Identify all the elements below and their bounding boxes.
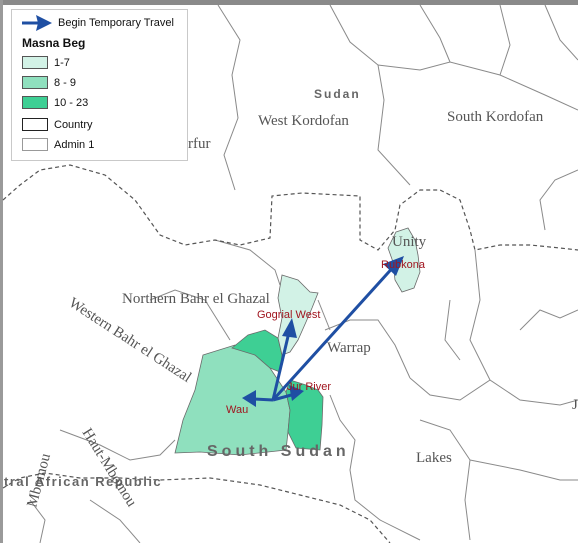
- place-wau: Wau: [226, 404, 248, 416]
- label-central-african-republic: tral African Republic: [4, 474, 162, 489]
- legend-class-2-label: 8 - 9: [54, 76, 77, 89]
- label-lakes: Lakes: [416, 450, 452, 466]
- legend-class-3: 10 - 23: [22, 96, 88, 109]
- arrowhead-gogrial-west: [282, 318, 297, 338]
- legend-arrow-label: Begin Temporary Travel: [58, 17, 174, 29]
- legend-country-label: Country: [54, 118, 93, 131]
- map-left-border: [0, 0, 3, 543]
- country-boundaries: [2, 164, 578, 543]
- label-west-kordofan: West Kordofan: [258, 113, 349, 129]
- legend-admin1: Admin 1: [22, 138, 94, 151]
- place-rubkona: Rubkona: [381, 259, 426, 271]
- legend-swatch-2: [22, 76, 48, 89]
- arrowhead-rubkona: [383, 256, 404, 276]
- legend-swatch-admin1: [22, 138, 48, 151]
- admin1-boundaries: [29, 4, 578, 543]
- map-legend: Begin Temporary Travel Masna Beg 1-7 8 -…: [11, 9, 188, 161]
- label-northern-bahr-el-ghazal: Northern Bahr el Ghazal: [122, 291, 270, 307]
- legend-arrow-row: Begin Temporary Travel: [20, 15, 174, 31]
- label-darfur-fragment: rfur: [188, 136, 211, 152]
- legend-title: Masna Beg: [22, 36, 86, 50]
- arrow-to-gogrial-west: [271, 327, 292, 401]
- legend-class-1-label: 1-7: [54, 56, 70, 69]
- label-south-kordofan: South Kordofan: [447, 109, 544, 125]
- legend-class-3-label: 10 - 23: [54, 96, 89, 109]
- label-western-bahr-el-ghazal: Western Bahr el Ghazal: [66, 295, 194, 386]
- legend-class-2: 8 - 9: [22, 76, 76, 89]
- label-unity: Unity: [392, 234, 427, 250]
- label-sudan: Sudan: [314, 87, 361, 101]
- arrow-to-rubkona: [271, 262, 398, 402]
- legend-country: Country: [22, 118, 93, 131]
- label-south-sudan: South Sudan: [207, 443, 350, 460]
- legend-class-1: 1-7: [22, 56, 70, 69]
- arrowhead-jur-river: [289, 385, 304, 401]
- legend-arrow-icon: [22, 15, 52, 31]
- travel-arrows: [242, 256, 404, 407]
- arrowhead-wau: [242, 390, 256, 407]
- label-haut-mbomou: Haut-Mbomou: [79, 426, 140, 511]
- place-gogrial-west: Gogrial West: [257, 309, 320, 321]
- legend-swatch-1: [22, 56, 48, 69]
- map-top-border: [0, 0, 578, 5]
- legend-admin1-label: Admin 1: [54, 138, 95, 151]
- label-warrap: Warrap: [327, 340, 371, 356]
- arrow-to-wau: [252, 397, 274, 402]
- legend-swatch-country: [22, 118, 48, 131]
- label-edge-fragment: J: [572, 397, 578, 413]
- place-jur-river: Jur River: [287, 381, 331, 393]
- legend-swatch-3: [22, 96, 48, 109]
